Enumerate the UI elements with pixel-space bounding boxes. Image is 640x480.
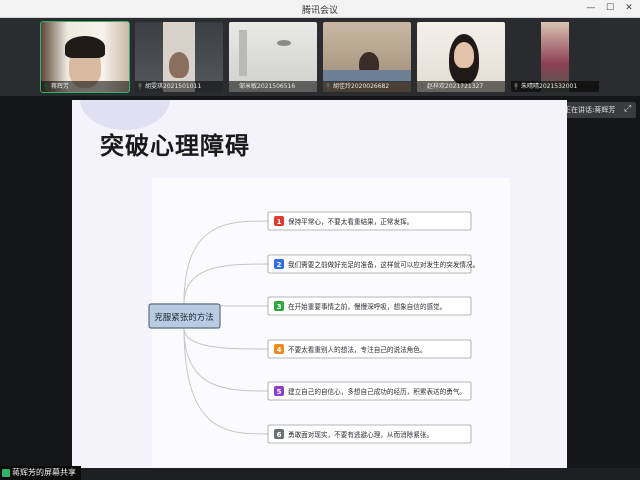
mindmap-branch-box [267,296,472,316]
speaking-label: 正在讲话:蒋辉芳 [564,106,616,114]
participant-tile[interactable]: 胡雯琪2021501011 [135,22,223,92]
mindmap-branch: 6 勇敢面对现实，不要有逃避心理，从而消除紧张。 [267,424,472,444]
branch-number-badge [274,301,284,311]
branch-number: 4 [277,346,282,354]
title-bar: 腾讯会议 — ☐ ✕ [0,0,640,18]
mindmap-branch: 4 不要太看重别人的想法，专注自己的说法角色。 [267,339,472,359]
branch-number-badge [274,216,284,226]
branch-text: 建立自己的自信心，多想自己成功的经历，积累表达的勇气。 [288,387,466,396]
participant-name: 朱晴晴2021532001 [511,81,599,92]
participant-name: 蒋辉芳 [41,81,129,92]
screen-share-icon [2,469,10,477]
mindmap-branch: 2 我们需要之前做好充足的准备，这样就可以应对发生的突发情况。 [267,254,479,274]
participant-tile[interactable]: 邹米敏2021506516 [229,22,317,92]
participant-name: 胡佳玲2020026682 [323,81,411,92]
participant-name: 邹米敏2021506516 [229,81,317,92]
branch-number-badge [274,386,284,396]
participant-name: 胡雯琪2021501011 [135,81,223,92]
branch-number: 2 [277,261,282,269]
branch-text: 保持平常心，不要太看重结果，正常发挥。 [288,217,413,226]
mindmap-connector [183,327,269,392]
branch-number: 3 [277,303,282,311]
mindmap-root-label: 克服紧张的方法 [154,312,214,323]
branch-number: 5 [277,388,282,396]
mindmap-branch-box [267,424,472,444]
branch-text: 在开始重要事情之前，慢慢深呼吸，想象自信的感觉。 [288,302,446,311]
window-title: 腾讯会议 [301,6,338,16]
mindmap-root: 克服紧张的方法 [148,303,221,329]
slide: 突破心理障碍 克服紧张的方法 1 保持平常心，不要太看重结果，正常发挥。 2 我们需要… [72,100,567,468]
branch-text: 不要太看重别人的想法，专注自己的说法角色。 [288,345,426,354]
mindmap-branch: 1 保持平常心，不要太看重结果，正常发挥。 [267,211,472,231]
participant-tile[interactable]: 胡佳玲2020026682 [323,22,411,92]
branch-number: 1 [277,218,282,226]
mindmap-branch-box [267,254,472,274]
screen-share-label: 蒋辉芳的屏幕共享 [12,468,76,477]
branch-text: 我们需要之前做好充足的准备，这样就可以应对发生的突发情况。 [288,260,479,269]
minimize-icon[interactable]: — [586,3,596,13]
mindmap-branch-box [267,339,472,359]
mindmap-connector [183,327,269,350]
expand-icon[interactable]: ⤢ [624,104,632,114]
participant-name: 赵梓欢2021721327 [417,81,505,92]
slide-title: 突破心理障碍 [100,132,250,160]
screen-share-indicator: 蒋辉芳的屏幕共享 [0,466,81,480]
mindmap-branch-box [267,211,472,231]
mindmap: 克服紧张的方法 1 保持平常心，不要太看重结果，正常发挥。 2 我们需要之前做好充足的… [148,178,510,468]
mindmap-branch: 3 在开始重要事情之前，慢慢深呼吸，想象自信的感觉。 [267,296,472,316]
mindmap-branch-box [267,381,472,401]
mindmap-branches: 1 保持平常心，不要太看重结果，正常发挥。 2 我们需要之前做好充足的准备，这样就可以… [267,211,479,444]
branch-number-badge [274,429,284,439]
branch-text: 勇敢面对现实，不要有逃避心理，从而消除紧张。 [288,430,433,439]
participant-strip: 蒋辉芳 胡雯琪2021501011 邹米敏2021506516 胡佳玲20200… [0,18,640,96]
maximize-icon[interactable]: ☐ [605,3,615,13]
participant-tile[interactable]: 朱晴晴2021532001 [511,22,599,92]
mindmap-connector [183,263,269,305]
participant-tile[interactable]: 蒋辉芳 [40,21,130,93]
participant-tile[interactable]: 赵梓欢2021721327 [417,22,505,92]
close-icon[interactable]: ✕ [625,3,633,13]
mindmap-connector [183,220,269,305]
mindmap-branch: 5 建立自己的自信心，多想自己成功的经历，积累表达的勇气。 [267,381,472,401]
branch-number: 6 [277,431,282,439]
mindmap-connector [183,327,269,435]
branch-number-badge [274,259,284,269]
branch-number-badge [274,344,284,354]
